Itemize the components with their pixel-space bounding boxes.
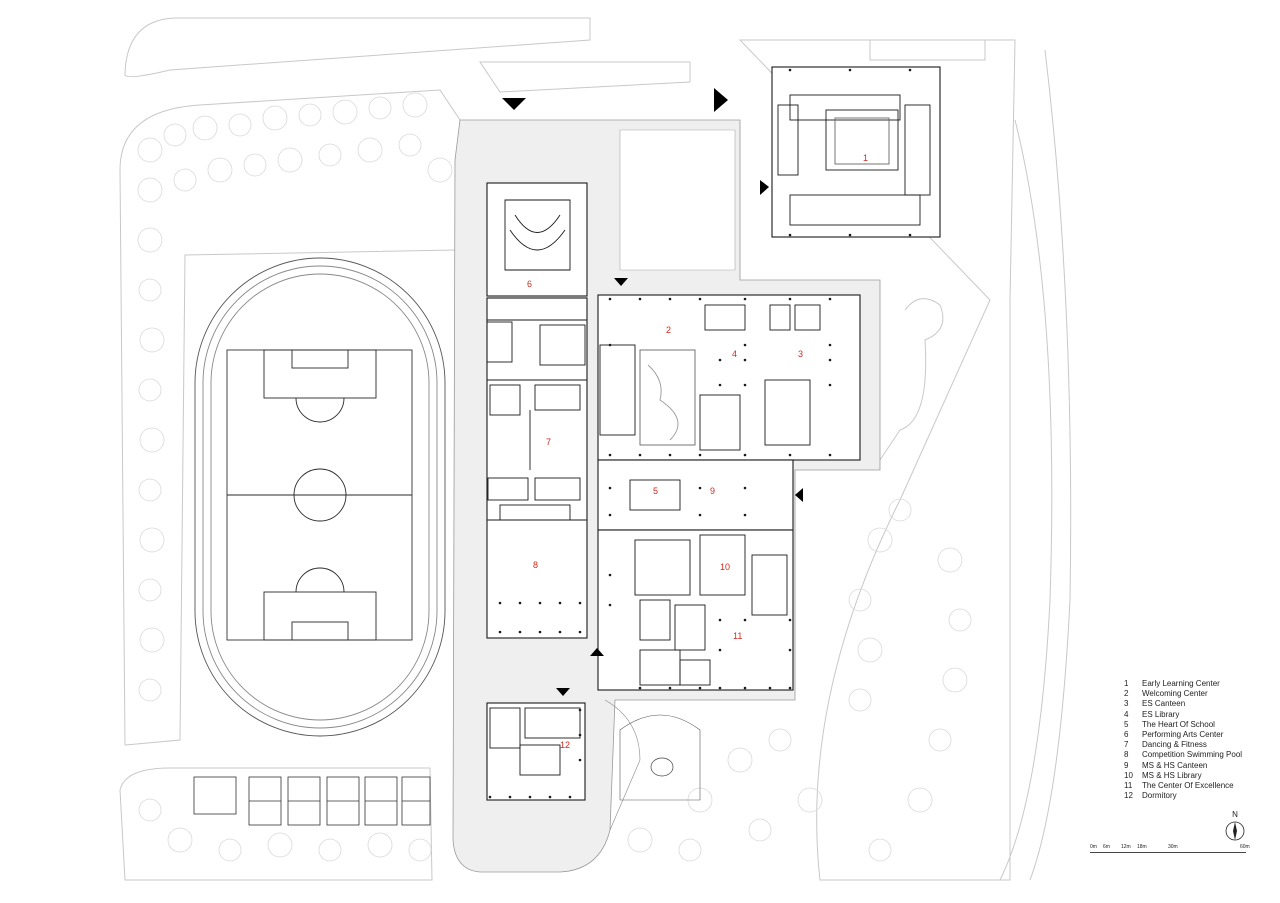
scale-label: 6m bbox=[1103, 844, 1110, 850]
label-3: 3 bbox=[798, 349, 803, 359]
entrance-arrow-center bbox=[614, 278, 628, 286]
label-1: 1 bbox=[863, 153, 868, 163]
entrance-arrow-dormitory bbox=[556, 688, 570, 696]
entrance-arrow-north bbox=[502, 98, 526, 110]
label-10: 10 bbox=[720, 562, 730, 572]
entrance-arrow-east bbox=[795, 488, 803, 502]
label-8: 8 bbox=[533, 560, 538, 570]
entrance-markers bbox=[502, 88, 803, 696]
sports-field bbox=[194, 257, 446, 737]
sport-courts bbox=[193, 776, 431, 826]
scale-label: 0m bbox=[1090, 844, 1097, 850]
scale-label: 30m bbox=[1168, 844, 1178, 850]
site-context bbox=[119, 17, 1072, 881]
interior-walls bbox=[486, 94, 931, 776]
label-6: 6 bbox=[527, 279, 532, 289]
north-arrow-icon bbox=[1225, 821, 1245, 841]
label-5: 5 bbox=[653, 486, 658, 496]
label-2: 2 bbox=[666, 325, 671, 335]
scale-label: 18m bbox=[1137, 844, 1147, 850]
label-4: 4 bbox=[732, 349, 737, 359]
label-7: 7 bbox=[546, 437, 551, 447]
label-12: 12 bbox=[560, 740, 570, 750]
scale-label: 12m bbox=[1121, 844, 1131, 850]
north-label: N bbox=[1232, 810, 1238, 819]
entrance-arrow-elc-north bbox=[714, 88, 728, 112]
column-grid bbox=[488, 68, 912, 799]
label-9: 9 bbox=[710, 486, 715, 496]
scale-label: 60m bbox=[1240, 844, 1250, 850]
north-arrow: N bbox=[1224, 810, 1246, 844]
building-labels: 1 2 3 4 5 6 7 8 9 10 11 12 bbox=[527, 153, 868, 750]
entrance-arrow-south bbox=[590, 648, 604, 656]
scale-bar: 0m 6m 12m 18m 30m 60m bbox=[1090, 844, 1260, 860]
entrance-arrow-elc-west bbox=[760, 180, 769, 195]
scale-line bbox=[1090, 852, 1246, 853]
label-11: 11 bbox=[733, 631, 742, 641]
